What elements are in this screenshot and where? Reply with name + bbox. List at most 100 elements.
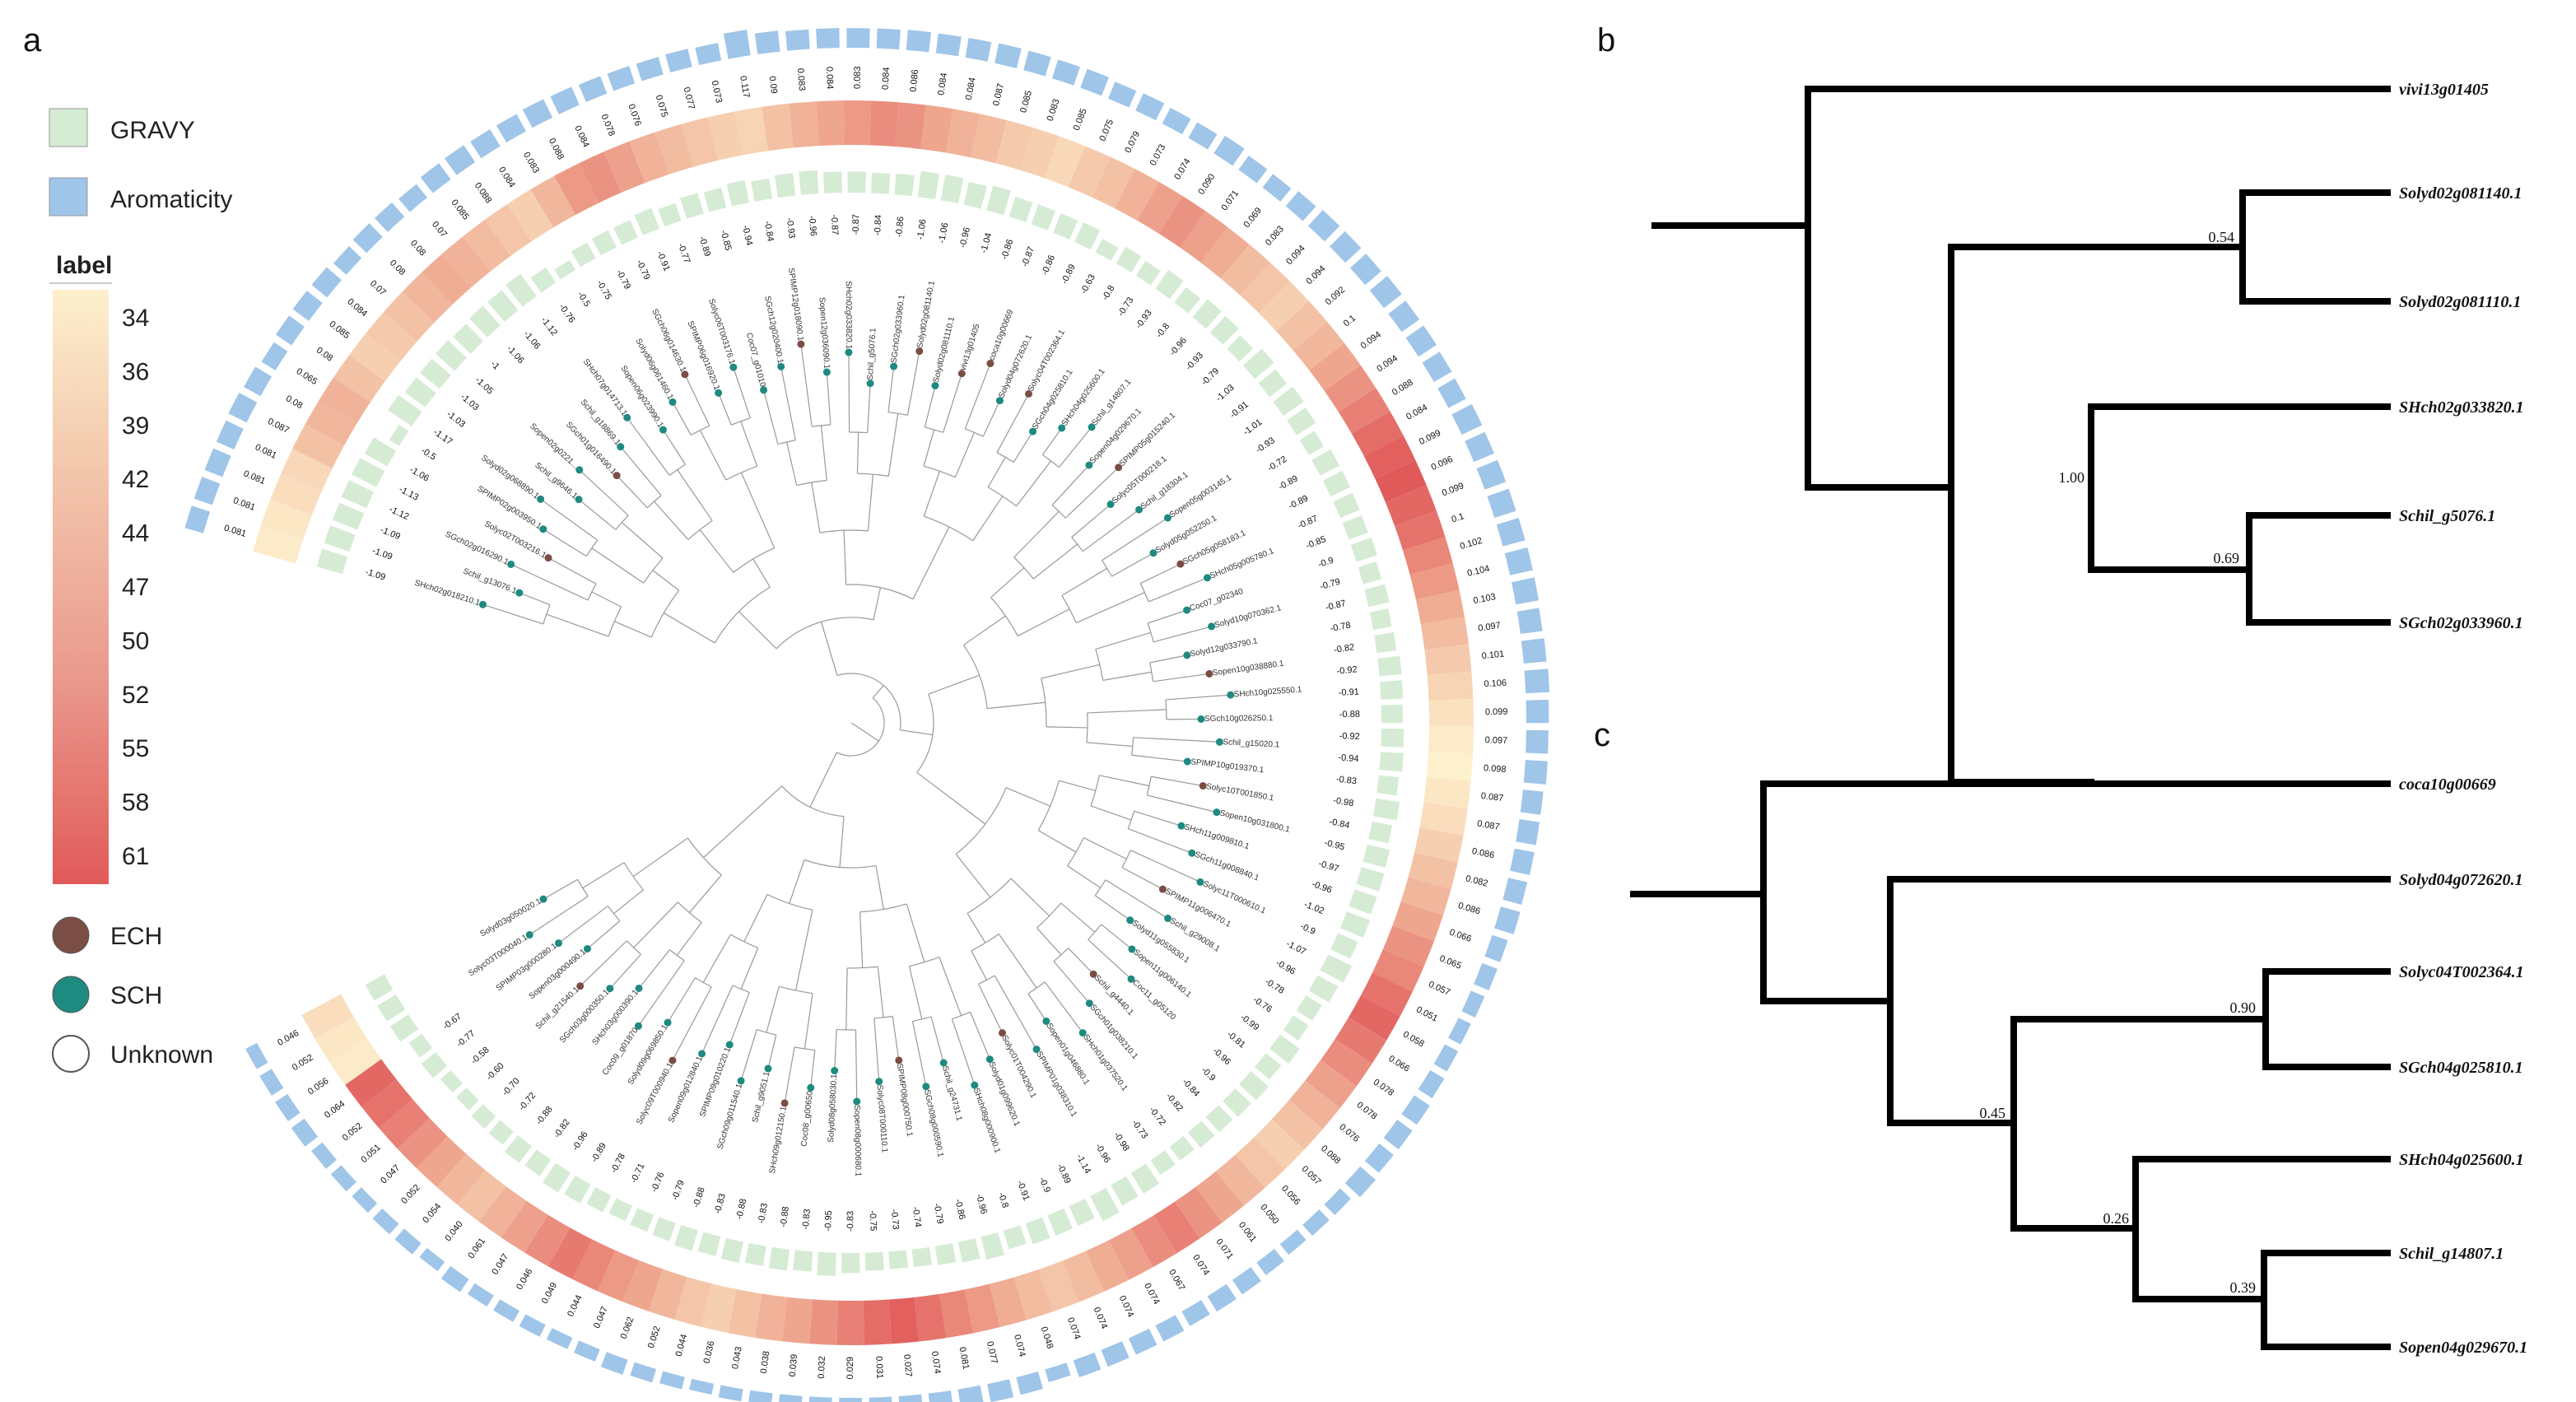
aromaticity-value: 0.085 (328, 319, 352, 341)
tip-marker (1183, 606, 1191, 614)
tree-branch (652, 570, 680, 591)
tree-c: coca10g00669Solyd04g072620.1Solyc04T0023… (1630, 776, 2527, 1357)
gravy-value: -0.88 (534, 1105, 555, 1127)
tree-branch (620, 446, 662, 496)
tip-label: SGch10g026250.1 (1204, 714, 1274, 724)
tree-branch (916, 771, 986, 825)
aromaticity-bar (440, 1265, 469, 1293)
tree-branch (627, 417, 670, 476)
gravy-value: -0.89 (1055, 1162, 1073, 1185)
gravy-bar (1135, 260, 1161, 286)
aromaticity-bar (1521, 638, 1547, 664)
aromaticity-bar (876, 28, 901, 50)
label-heat-cell (888, 1297, 920, 1344)
bootstrap-value: 0.54 (2209, 229, 2235, 245)
gravy-value: -0.82 (552, 1117, 572, 1139)
gravy-value: -0.86 (1040, 254, 1057, 277)
label-heat-cell (1420, 617, 1469, 650)
tip-marker (971, 1081, 979, 1089)
aromaticity-value: 0.086 (1457, 901, 1482, 916)
label-heat-cell (478, 1185, 527, 1238)
tree-branch (609, 953, 641, 990)
aromaticity-value: 0.036 (702, 1340, 717, 1364)
gravy-value: -1.09 (364, 567, 387, 583)
label-heat-cell (1235, 1137, 1285, 1188)
tip-marker (1058, 424, 1066, 432)
aromaticity-bar (748, 1390, 773, 1402)
gravy-value: -1.06 (408, 465, 431, 484)
aromaticity-value: 0.081 (254, 442, 278, 460)
tip-marker (507, 560, 515, 568)
gravy-value: -0.79 (634, 259, 651, 282)
gravy-bar (1333, 492, 1360, 519)
gravy-value: -0.83 (801, 1209, 813, 1230)
aromaticity-value: 0.083 (853, 66, 863, 89)
aromaticity-value: 0.101 (1481, 650, 1505, 662)
tree-branch (684, 374, 710, 426)
aromaticity-value: 0.062 (619, 1316, 636, 1340)
aromaticity-bar (1045, 1362, 1071, 1383)
aromaticity-value: 0.096 (1430, 454, 1455, 473)
colorbar-tick-label: 47 (122, 574, 149, 601)
aromaticity-bar (204, 448, 231, 477)
tree-branch (1148, 609, 1187, 624)
tree-branch (1088, 939, 1132, 980)
tree-branch (908, 966, 923, 1020)
label-heat-cell (648, 1269, 687, 1320)
label-heat-cell (895, 102, 926, 150)
label-heat-cell (701, 1283, 737, 1333)
tree-branch (591, 591, 622, 608)
tree-branch (1131, 754, 1188, 762)
aromaticity-bar (291, 1118, 319, 1147)
gravy-value: -1.03 (459, 392, 481, 412)
label-heat-cell (654, 123, 694, 175)
aromaticity-value: 0.074 (1142, 1282, 1161, 1307)
gravy-value: -0.5 (419, 445, 437, 462)
tree-branch (845, 967, 848, 1030)
aromaticity-bar (1364, 1143, 1394, 1173)
label-heat-cell (319, 377, 370, 424)
label-heat-cell (1424, 644, 1472, 676)
aromaticity-bar (846, 28, 870, 49)
tree-branch (1010, 878, 1050, 916)
gravy-bar (726, 179, 749, 207)
tree-branch (654, 501, 689, 540)
tree-branches (482, 343, 1231, 1104)
label-heat-cell (1392, 901, 1443, 942)
label-heat-cell (1288, 1080, 1340, 1130)
gravy-value: -0.83 (845, 1211, 855, 1232)
gravy-value: -0.72 (1147, 1105, 1167, 1127)
aromaticity-value: 0.051 (1414, 1005, 1439, 1024)
gravy-bar (1090, 1187, 1120, 1222)
gravy-value: -0.88 (779, 1206, 791, 1227)
gravy-bar (1258, 369, 1288, 398)
tree-tip-label: SHch04g025600.1 (2399, 1151, 2524, 1169)
tree-branch (1059, 780, 1096, 792)
tree-branch (699, 430, 727, 481)
tree-branch (1101, 924, 1133, 950)
aromaticity-bar (1448, 1018, 1471, 1045)
tree-branch (887, 366, 895, 412)
aromaticity-value: 0.065 (295, 366, 319, 387)
tree-arc (836, 697, 885, 757)
aromaticity-bar (311, 1142, 337, 1169)
aromaticity-bar (292, 291, 323, 321)
aromaticity-value: 0.061 (1237, 1220, 1258, 1244)
aromaticity-value: 0.047 (490, 1252, 510, 1277)
tip-marker (1176, 560, 1185, 568)
gravy-bar (1205, 1105, 1233, 1133)
tree-branch (872, 685, 884, 699)
label-heat-cell (1423, 776, 1471, 808)
tree-branch (672, 986, 712, 1061)
aromaticity-bar (1418, 1069, 1445, 1099)
tree-branch (614, 621, 652, 638)
aromaticity-bar (420, 163, 451, 193)
tip-marker (777, 362, 785, 370)
label-heat-cell (1013, 1269, 1053, 1320)
tree-branch (987, 457, 1006, 488)
gravy-bar (981, 1232, 1005, 1260)
gravy-value: -0.96 (1274, 958, 1297, 977)
aromaticity-value: 0.047 (379, 1163, 402, 1186)
aromaticity-value: 0.048 (1039, 1325, 1055, 1350)
aromaticity-value: 0.083 (521, 151, 541, 175)
